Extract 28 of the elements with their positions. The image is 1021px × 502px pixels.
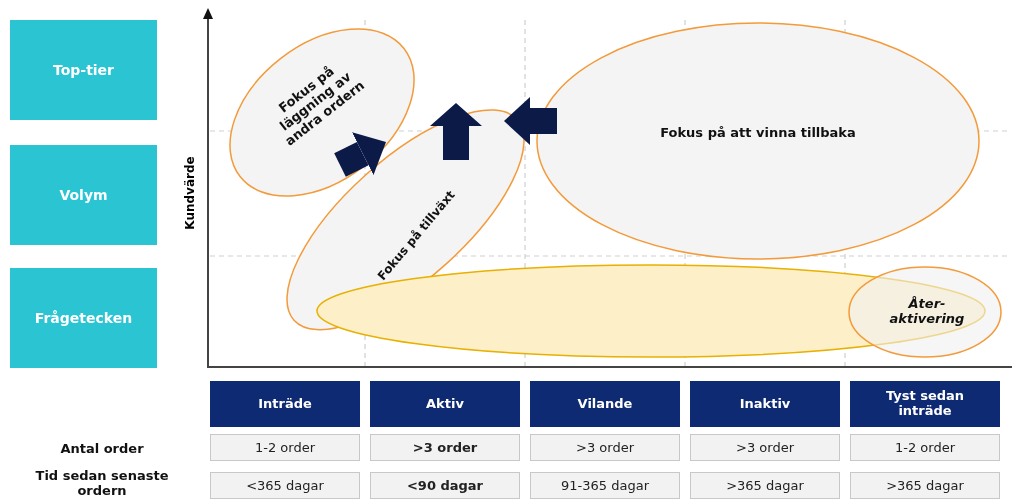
table-cell: 91-365 dagar	[530, 472, 680, 499]
column-header: Tyst sedan inträde	[850, 381, 1000, 427]
focus-ellipse	[229, 28, 414, 196]
column-header: Aktiv	[370, 381, 520, 427]
column-header: Inträde	[210, 381, 360, 427]
table-cell: <90 dagar	[370, 472, 520, 499]
table-cell: >365 dagar	[690, 472, 840, 499]
row-label: Tid sedan senaste ordern	[34, 469, 170, 499]
table-cell: <365 dagar	[210, 472, 360, 499]
axis-label: Kundvärde	[183, 155, 197, 232]
ellipse-label: Åter-aktivering	[888, 297, 966, 327]
focus-ellipse	[849, 267, 1001, 357]
table-cell: 1-2 order	[210, 434, 360, 461]
table-cell: >3 order	[530, 434, 680, 461]
row-label: Antal order	[59, 442, 145, 457]
focus-ellipse	[537, 23, 979, 259]
table-cell: 1-2 order	[850, 434, 1000, 461]
table-cell: >3 order	[370, 434, 520, 461]
segment-box: Frågetecken	[10, 268, 157, 368]
segment-box: Volym	[10, 145, 157, 245]
column-header: Vilande	[530, 381, 680, 427]
table-cell: >3 order	[690, 434, 840, 461]
block-arrow	[334, 132, 386, 177]
table-cell: >365 dagar	[850, 472, 1000, 499]
column-header: Inaktiv	[690, 381, 840, 427]
ellipse-label: Fokus på att vinna tillbaka	[659, 125, 857, 141]
block-arrow	[504, 97, 557, 145]
segment-box: Top-tier	[10, 20, 157, 120]
